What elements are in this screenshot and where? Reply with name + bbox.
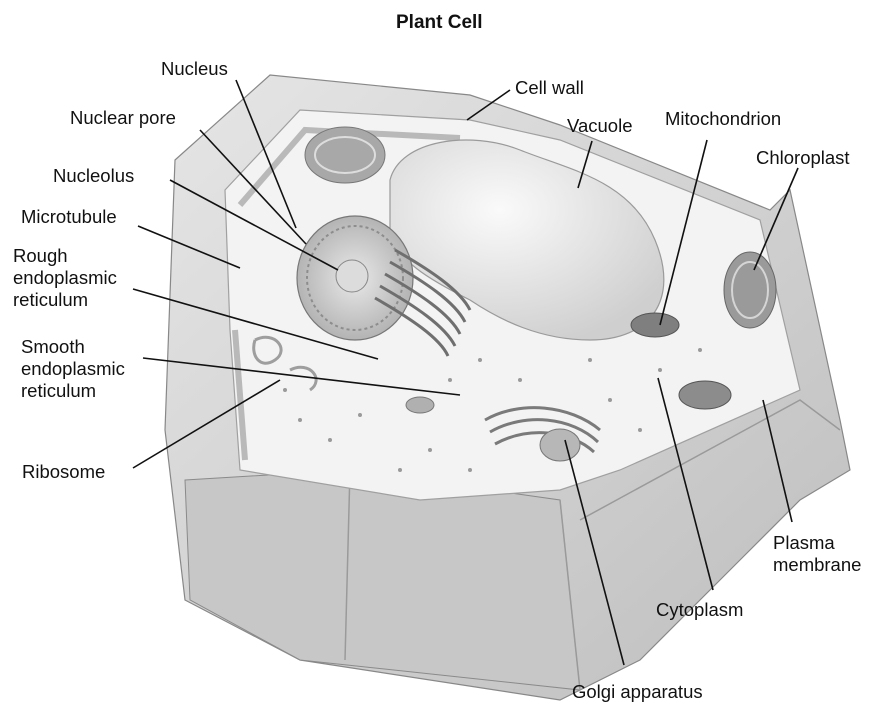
mitochondrion-small [406,397,434,413]
label-nuclear-pore: Nuclear pore [70,107,176,129]
label-rough-er: Rough endoplasmic reticulum [13,245,117,311]
golgi-vesicle [540,429,580,461]
label-golgi-apparatus: Golgi apparatus [572,681,703,703]
label-plasma-membrane: Plasma membrane [773,532,861,576]
label-nucleus: Nucleus [161,58,228,80]
label-chloroplast: Chloroplast [756,147,850,169]
label-mitochondrion: Mitochondrion [665,108,781,130]
label-ribosome: Ribosome [22,461,105,483]
label-nucleolus: Nucleolus [53,165,134,187]
label-cell-wall: Cell wall [515,77,584,99]
label-smooth-er: Smooth endoplasmic reticulum [21,336,125,402]
mitochondrion-lower [679,381,731,409]
cell-wall-front [185,470,580,690]
label-microtubule: Microtubule [21,206,117,228]
nucleolus-shape [336,260,368,292]
mitochondrion-shape [631,313,679,337]
diagram-title: Plant Cell [396,12,483,34]
label-vacuole: Vacuole [567,115,632,137]
chloroplast-topleft [305,127,385,183]
label-cytoplasm: Cytoplasm [656,599,743,621]
